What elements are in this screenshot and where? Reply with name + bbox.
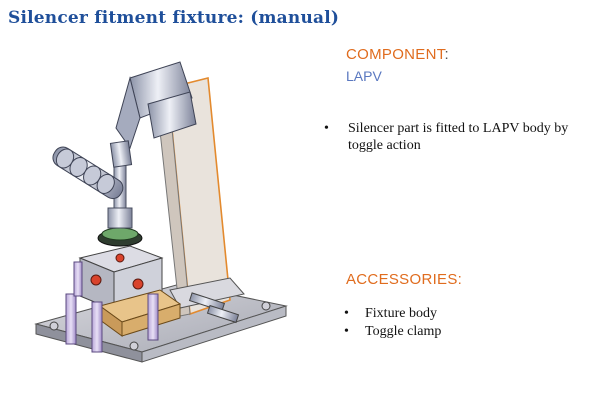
accessories-heading: ACCESSORIES: — [346, 271, 463, 288]
bullet-icon: • — [324, 121, 329, 136]
component-heading-label: COMPONENT — [346, 46, 445, 63]
bullet-icon: • — [344, 324, 349, 339]
bullet-icon: • — [344, 306, 349, 321]
list-item: • Toggle clamp — [342, 323, 441, 341]
list-item: • Fixture body — [342, 305, 441, 323]
component-heading: COMPONENT: — [346, 46, 449, 63]
fixture-plunger — [97, 157, 143, 247]
accessories-list: • Fixture body • Toggle clamp — [342, 305, 441, 341]
fixture-toggle-clamp — [52, 61, 197, 200]
accessory-label: Toggle clamp — [365, 324, 442, 339]
fixture-illustration — [34, 61, 288, 363]
description-bullet-item: • Silencer part is fitted to LAPV body b… — [318, 120, 598, 154]
fixture-guide-pillars — [65, 261, 159, 353]
description-text: Silencer part is fitted to LAPV body by … — [348, 121, 569, 153]
component-heading-colon: : — [444, 46, 450, 63]
fixture-side-bolts — [188, 292, 240, 324]
accessory-label: Fixture body — [365, 306, 437, 321]
fixture-body-block — [78, 245, 182, 337]
slide-title: Silencer fitment fixture: (manual) — [8, 8, 340, 28]
component-name: LAPV — [346, 68, 382, 84]
